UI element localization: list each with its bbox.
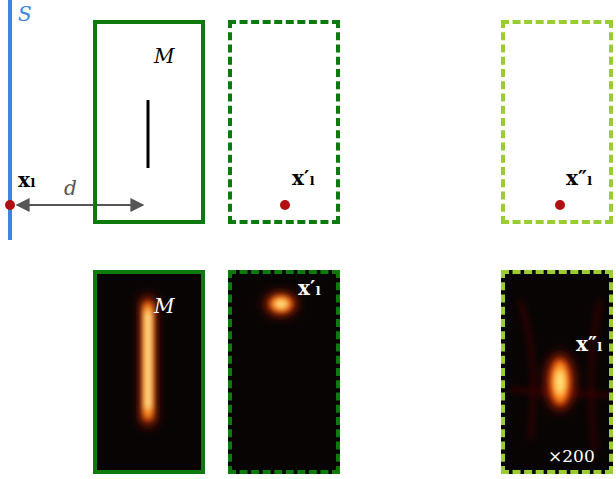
glow — [265, 293, 297, 315]
distance-arrow — [17, 204, 143, 206]
glow — [270, 296, 292, 312]
frame-label: M — [154, 46, 174, 66]
field-map — [93, 270, 205, 474]
glow — [546, 354, 574, 410]
glow — [143, 302, 153, 420]
point-label: xₗ — [18, 170, 36, 190]
streaks — [510, 300, 610, 450]
frame-label: x′ₗ — [298, 278, 321, 298]
frame-label: M — [154, 296, 174, 316]
image-dot — [280, 200, 290, 210]
glow — [145, 310, 151, 410]
frame-label: x″ₗ — [576, 334, 603, 354]
frame-label: x″ₗ — [566, 168, 593, 188]
glow — [555, 369, 565, 395]
field-map — [501, 270, 613, 474]
source-dot — [5, 200, 15, 210]
distance-label: d — [64, 178, 77, 198]
mirror-line — [147, 100, 150, 168]
surface-label: S — [18, 4, 32, 24]
glow — [275, 300, 287, 308]
field-map — [228, 270, 340, 474]
dashed-frame: x″ₗ — [501, 20, 613, 224]
glow — [551, 360, 569, 404]
field-frame: M — [93, 270, 205, 474]
solid-frame: M — [93, 20, 205, 224]
dashed-frame: x′ₗ — [228, 20, 340, 224]
field-frame: x″ₗ ×200 — [501, 270, 613, 474]
image-dot — [555, 200, 565, 210]
frame-label: x′ₗ — [292, 168, 315, 188]
field-frame: x′ₗ — [228, 270, 340, 474]
scale-label: ×200 — [548, 448, 595, 465]
glow — [141, 296, 155, 426]
